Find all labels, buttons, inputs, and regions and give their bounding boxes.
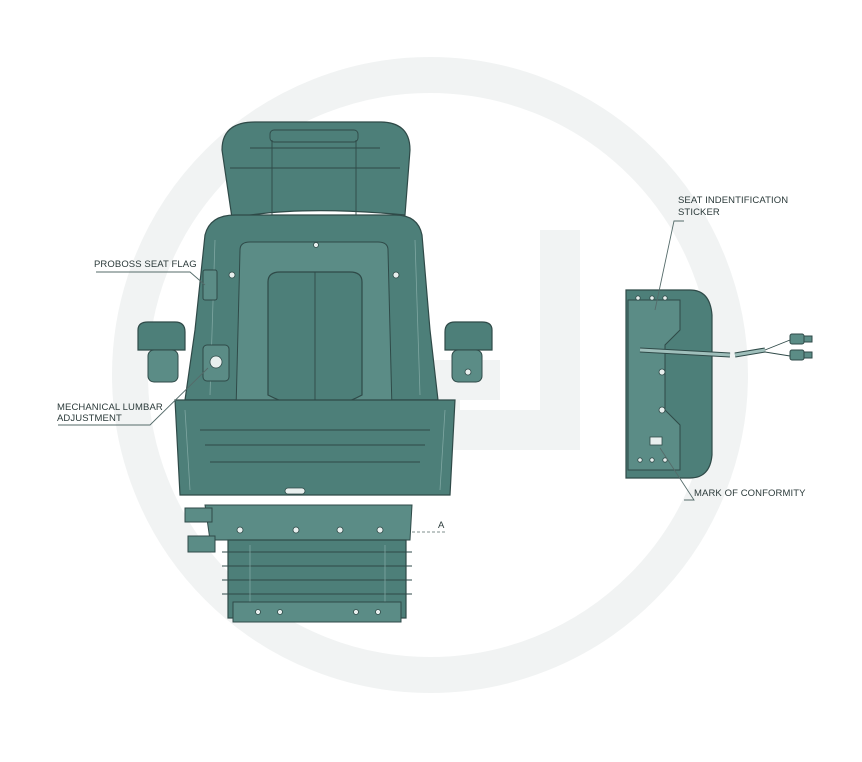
label-seat-identification-line1: SEAT INDENTIFICATION bbox=[678, 195, 788, 206]
leader-lines bbox=[58, 220, 695, 501]
headrest bbox=[221, 121, 411, 219]
suspension-bellows bbox=[222, 539, 412, 623]
label-dimension-a: A bbox=[438, 520, 445, 531]
left-armrest bbox=[137, 321, 186, 383]
label-seat-identification-line2: STICKER bbox=[678, 207, 720, 218]
label-mechanical-lumbar-line2: ADJUSTMENT bbox=[57, 413, 122, 424]
label-mechanical-lumbar-line1: MECHANICAL LUMBAR bbox=[57, 402, 163, 413]
suspension-top bbox=[184, 504, 445, 553]
label-proboss-seat-flag: PROBOSS SEAT FLAG bbox=[94, 259, 197, 270]
seat-flag bbox=[202, 269, 218, 301]
backrest-rear-detail bbox=[625, 289, 813, 479]
label-mark-of-conformity: MARK OF CONFORMITY bbox=[694, 488, 806, 499]
backrest bbox=[184, 214, 439, 428]
right-armrest bbox=[444, 321, 493, 383]
seat-cushion bbox=[174, 399, 456, 496]
seat-front-view bbox=[137, 121, 493, 623]
lumbar-adjustment-knob bbox=[202, 344, 230, 382]
